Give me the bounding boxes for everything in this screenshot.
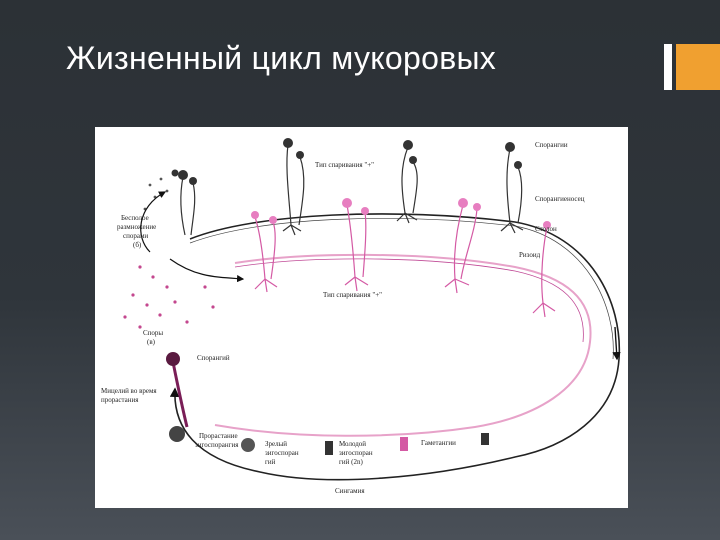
label-young-3: гий (2n) (339, 458, 363, 466)
accent-block (676, 44, 720, 90)
label-rhizoid: Ризоид (519, 251, 541, 259)
label-asexual-4: (б) (133, 241, 142, 249)
life-cycle-figure: Спорангии Тип спаривания "+" Спорангиено… (95, 127, 628, 508)
label-spores-1: Споры (143, 329, 163, 337)
outer-cycle-path-inner (189, 218, 614, 360)
label-sporangium-left: Спорангий (197, 354, 230, 362)
label-mature-2: зигоспоран (265, 449, 299, 457)
label-spores-2: (в) (147, 338, 156, 346)
inner-cycle-path-2 (234, 258, 584, 343)
asexual-arrow-upper (140, 191, 167, 253)
inner-cycle-path (214, 253, 592, 437)
label-germination-2: зигоспорангия (195, 441, 239, 449)
label-mycelium-2: прорастания (101, 396, 139, 404)
left-sporangium (166, 352, 180, 366)
asexual-arrow-lower (169, 258, 245, 283)
left-sporangiophore (171, 361, 189, 428)
label-type-minus: Тип спаривания "+" (323, 291, 382, 299)
label-syngamy: Сингамия (335, 487, 365, 495)
dark-spores (143, 177, 169, 211)
outer-cycle-path (169, 213, 621, 481)
label-sporangiophore: Спорангиеносец (535, 195, 585, 203)
accent-bar (664, 44, 672, 90)
zygospores (169, 426, 489, 455)
label-asexual-2: размножение (117, 223, 156, 231)
label-asexual-3: спорами (123, 232, 148, 240)
label-mycelium-1: Мицелий во время (101, 387, 157, 395)
label-sporangium-top: Спорангии (535, 141, 568, 149)
label-type-plus: Тип спаривания "+" (315, 161, 374, 169)
life-cycle-diagram: Спорангии Тип спаривания "+" Спорангиено… (101, 138, 621, 495)
magenta-sporangiophores (254, 204, 556, 318)
label-gametangia: Гаметангии (421, 439, 456, 447)
black-sporangia (171, 138, 522, 185)
magenta-sporangia (251, 198, 551, 229)
label-stolon: Столон (535, 225, 557, 233)
label-mature-3: гий (265, 458, 276, 466)
label-asexual-1: Бесполое (121, 214, 149, 222)
label-young-2: зигоспоран (339, 449, 373, 457)
right-down-arrow (612, 326, 621, 361)
label-germination-1: Прорастание (199, 432, 238, 440)
scattered-spores (123, 265, 215, 329)
black-sporangiophores (180, 144, 524, 236)
slide-title: Жизненный цикл мукоровых (66, 40, 497, 76)
label-mature-1: Зрелый (265, 440, 287, 448)
label-young-1: Молодой (339, 440, 366, 448)
